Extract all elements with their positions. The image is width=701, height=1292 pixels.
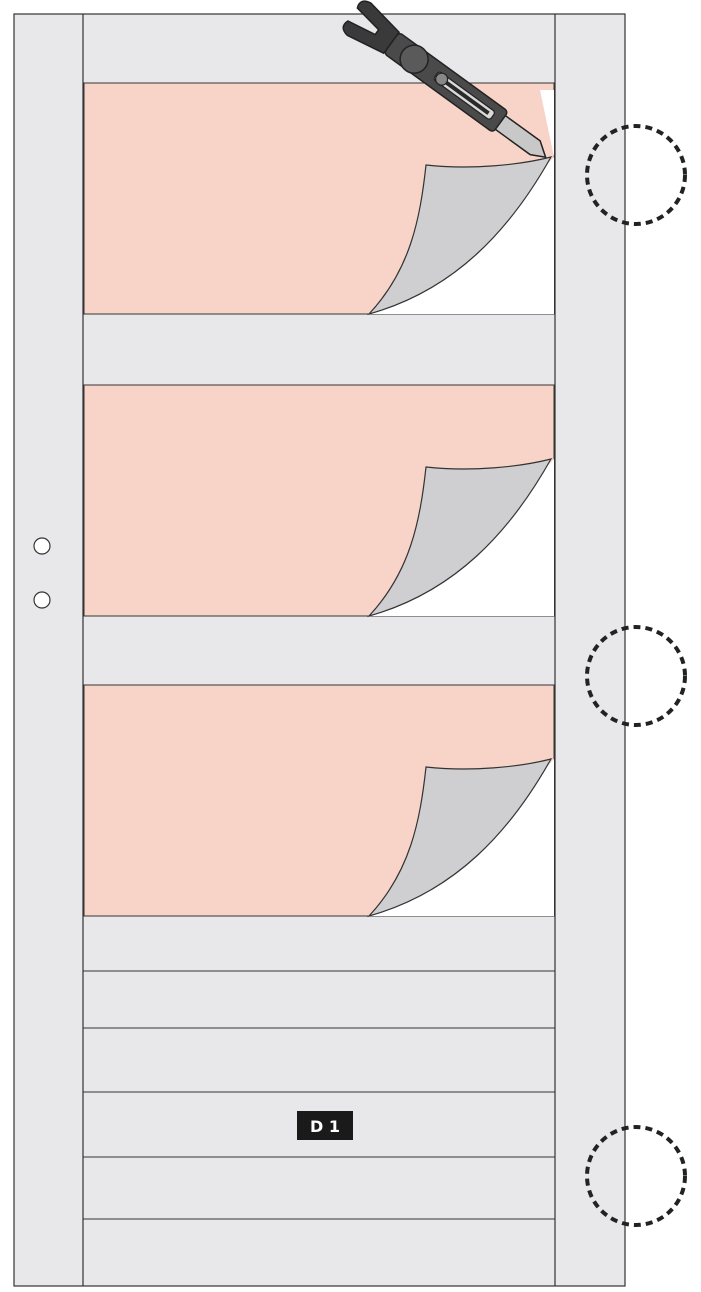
label-panel-3[interactable] [84, 685, 554, 916]
punch-hole-icon [34, 538, 50, 554]
punch-hole-icon [34, 592, 50, 608]
label-panel-2[interactable] [84, 385, 554, 616]
sheet-label-badge: D 1 [297, 1111, 353, 1140]
sheet-label: D 1 [310, 1117, 340, 1136]
